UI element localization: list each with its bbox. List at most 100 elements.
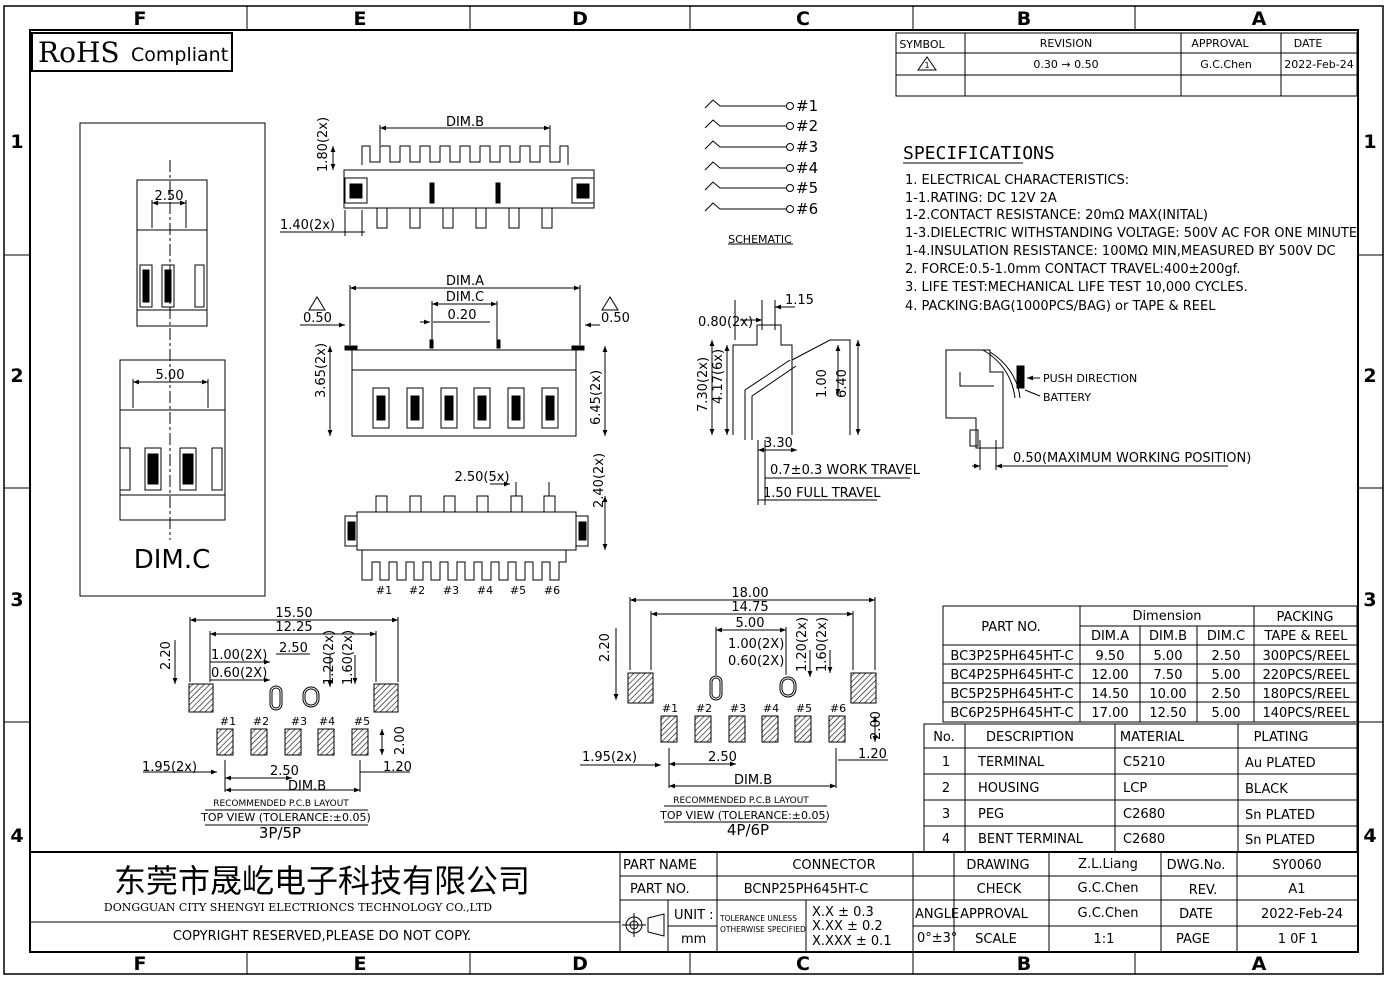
push-direction: PUSH DIRECTION (1043, 372, 1137, 385)
dim-cell: 300PCS/REEL (1262, 649, 1350, 664)
rev-revision: 0.30 → 0.50 (1033, 58, 1098, 71)
side-full-travel: 1.50 FULL TRAVEL (763, 486, 881, 501)
pcb35-d7: 1.20(2x) (322, 630, 337, 685)
pcb46-d3: 5.00 (736, 616, 765, 631)
date-value: 2022-Feb-24 (1261, 907, 1343, 922)
sch-pin: #1 (796, 97, 818, 115)
spec-line: 1. ELECTRICAL CHARACTERISTICS: (905, 173, 1129, 188)
top-pitch: 0.20 (448, 308, 477, 323)
dim-head-packing: PACKING (1277, 610, 1334, 625)
drawing-label: DRAWING (966, 858, 1029, 873)
dim-cell: BC4P25PH645HT-C (950, 668, 1073, 683)
front-width: 1.40(2x) (280, 218, 335, 233)
tol-2: X.XX ± 0.2 (812, 919, 883, 934)
push-max: 0.50(MAXIMUM WORKING POSITION) (1013, 451, 1251, 466)
dim-cell: BC6P25PH645HT-C (950, 706, 1073, 721)
pcb46-pin: #6 (830, 702, 846, 715)
mat-cell: 3 (942, 807, 950, 822)
sch-pin: #4 (796, 159, 818, 177)
rev-approval: G.C.Chen (1200, 58, 1252, 71)
pcb35-pin: #1 (220, 715, 236, 728)
sheet-frame (3, 5, 1384, 975)
side-d: 4.17(6x) (711, 349, 726, 404)
dim-row: BC6P25PH645HT-C 17.00 12.50 5.00 140PCS/… (950, 706, 1350, 721)
pcb35-pin: #5 (354, 715, 370, 728)
spec-line: 2. FORCE:0.5-1.0mm CONTACT TRAVEL:400±20… (905, 262, 1240, 277)
rev-label: REV. (1189, 883, 1218, 898)
spec-line: 1-1.RATING: DC 12V 2A (905, 191, 1057, 206)
pcb35-d6: 0.60(2X) (211, 666, 267, 681)
mat-cell: C2680 (1123, 807, 1165, 822)
rev-header-date: DATE (1294, 37, 1323, 50)
pcb46-height: 2.20 (598, 633, 613, 662)
mat-cell: 4 (942, 832, 950, 847)
mat-cell: 2 (942, 781, 950, 796)
rohs-badge: RoHS Compliant (31, 32, 233, 72)
rev-date: 2022-Feb-24 (1284, 58, 1353, 71)
dim-sub-c: DIM.C (1207, 629, 1245, 644)
dim-cell: 17.00 (1091, 706, 1128, 721)
mat-cell: LCP (1123, 781, 1147, 796)
rohs-sub: Compliant (131, 44, 228, 66)
dim-row: BC5P25PH645HT-C 14.50 10.00 2.50 180PCS/… (950, 687, 1350, 702)
company-cn: 东莞市晟屹电子科技有限公司 (114, 862, 530, 900)
dim-sub-tape: TAPE & REEL (1264, 629, 1349, 644)
pcb35-d9: 2.00 (393, 726, 408, 755)
dimc-d2: 5.00 (156, 368, 185, 383)
row-label-left: 1 (10, 131, 23, 153)
pcb46-pin: #5 (796, 702, 812, 715)
bottom-pin: #4 (477, 584, 493, 597)
col-label-top: F (134, 8, 147, 30)
dwg-label: DWG.No. (1167, 858, 1226, 873)
spec-line: 1-2.CONTACT RESISTANCE: 20mΩ MAX(INITAL) (905, 208, 1208, 223)
sch-pin: #2 (796, 117, 818, 135)
mat-header-desc: DESCRIPTION (986, 730, 1074, 745)
rev-symbol: 1 (924, 61, 929, 70)
pcb46-d9: 2.00 (869, 711, 884, 740)
rev-header-symbol: SYMBOL (899, 38, 945, 51)
side-view: 1.15 0.80(2x) 7.30(2x) 4.17(6x) 1.00 6.4… (696, 293, 921, 505)
pcb46-d12: 2.50 (708, 750, 737, 765)
col-label-bottom: B (1017, 953, 1031, 975)
tol-1: X.X ± 0.3 (812, 905, 874, 920)
bottom-pin: #1 (376, 584, 392, 597)
dim-cell: 5.00 (1154, 649, 1183, 664)
pcb46-d6: 0.60(2X) (728, 654, 784, 669)
pcb46-top-view: TOP VIEW (TOLERANCE:±0.05) (659, 809, 830, 822)
row-label-left: 2 (10, 365, 23, 387)
pcb46-pin: #2 (696, 702, 712, 715)
mat-cell: Sn PLATED (1245, 808, 1315, 823)
spec-title: SPECIFICATIONS (903, 143, 1055, 164)
dim-row: BC4P25PH645HT-C 12.00 7.50 5.00 220PCS/R… (950, 668, 1350, 683)
dim-cell: BC5P25PH645HT-C (950, 687, 1073, 702)
pcb35-pin: #3 (291, 715, 307, 728)
mat-header-no: No. (933, 730, 955, 745)
rohs-main: RoHS (38, 36, 120, 69)
bottom-view: 2.50(5x) 2.40(2x) #1 #2 #3 #4 #5 #6 (344, 453, 608, 597)
pcb46-rec: RECOMMENDED P.C.B LAYOUT (673, 796, 809, 806)
bottom-pin: #6 (544, 584, 560, 597)
push-view: PUSH DIRECTION BATTERY 0.50(MAXIMUM WORK… (945, 349, 1251, 470)
bottom-pitch: 2.50(5x) (454, 470, 509, 485)
schematic: #1 #2 #3 #4 #5 #6 SCHEMATIC (704, 97, 818, 246)
copyright: COPYRIGHT RESERVED,PLEASE DO NOT COPY. (173, 929, 471, 944)
part-no: BCNP25PH645HT-C (744, 882, 869, 897)
pcb35-top-view: TOP VIEW (TOLERANCE:±0.05) (200, 811, 371, 824)
mat-cell: C5210 (1123, 755, 1165, 770)
col-label-bottom: D (572, 953, 588, 975)
company-en: DONGGUAN CITY SHENGYI ELECTRIONCS TECHNO… (104, 901, 492, 914)
tol-3: X.XXX ± 0.1 (812, 934, 892, 949)
pcb35-dimb: DIM.B (288, 779, 326, 794)
bottom-height: 2.40(2x) (592, 453, 607, 508)
side-work-travel: 0.7±0.3 WORK TRAVEL (770, 463, 921, 478)
side-g: 3.30 (764, 436, 793, 451)
pcb46-d4: 1.00(2X) (728, 637, 784, 652)
col-label-top: C (796, 8, 810, 30)
pcb35-name: 3P/5P (259, 824, 301, 842)
pcb46-pin: #3 (730, 702, 746, 715)
mat-header-material: MATERIAL (1120, 730, 1185, 745)
unit-label: UNIT : (674, 908, 714, 923)
sch-pin: #3 (796, 138, 818, 156)
unit-value: mm (681, 932, 706, 947)
